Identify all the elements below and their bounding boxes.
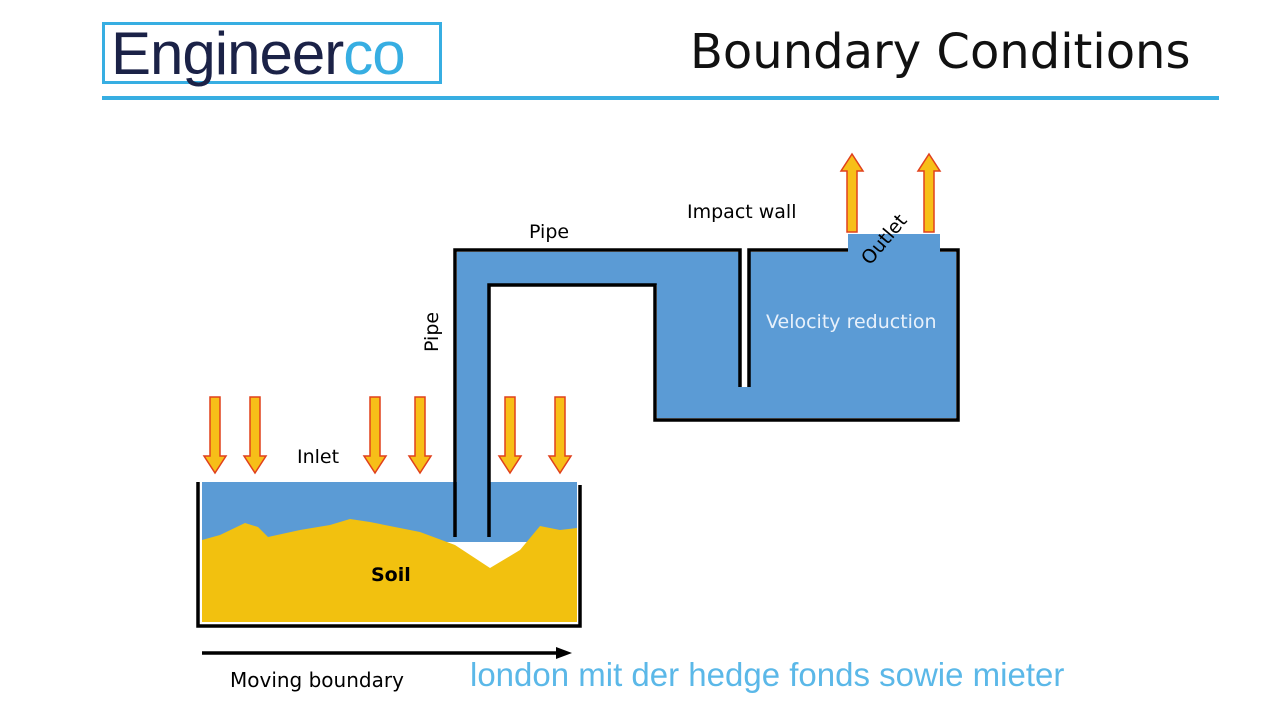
moving-boundary-label: Moving boundary [230,668,404,692]
arrowhead-icon [556,647,572,659]
vertical-pipe [457,252,488,542]
impact-wall [741,250,748,387]
down-arrow-icon [407,396,433,475]
up-arrow-icon [839,152,865,233]
inlet-label: Inlet [297,446,339,468]
velocity-reduction-chamber [657,252,956,418]
video-subtitle: london mit der hedge fonds sowie mieter [470,656,1065,693]
velocity-reduction-label: Velocity reduction [766,311,937,333]
down-arrow-icon [547,396,573,475]
up-arrow-icon [916,152,942,233]
outlet-opening [848,234,940,254]
soil-layer [202,519,577,622]
down-arrow-icon [497,396,523,475]
inlet-arrows [202,396,573,475]
walls [196,248,960,628]
soil-label: Soil [371,564,411,586]
down-arrow-icon [242,396,268,475]
down-arrow-icon [362,396,388,475]
logo-text: Engineer [111,20,344,87]
engineerco-logo: Engineerco [102,20,442,87]
pipe-horizontal-label: Pipe [529,221,569,243]
header-divider [102,96,1219,100]
down-arrow-icon [202,396,228,475]
pipe-vertical-label: Pipe [421,312,443,352]
logo-accent-text: co [343,20,405,87]
impact-wall-label: Impact wall [687,201,797,223]
slide-title: Boundary Conditions [690,24,1191,80]
outlet-arrows [839,152,942,233]
